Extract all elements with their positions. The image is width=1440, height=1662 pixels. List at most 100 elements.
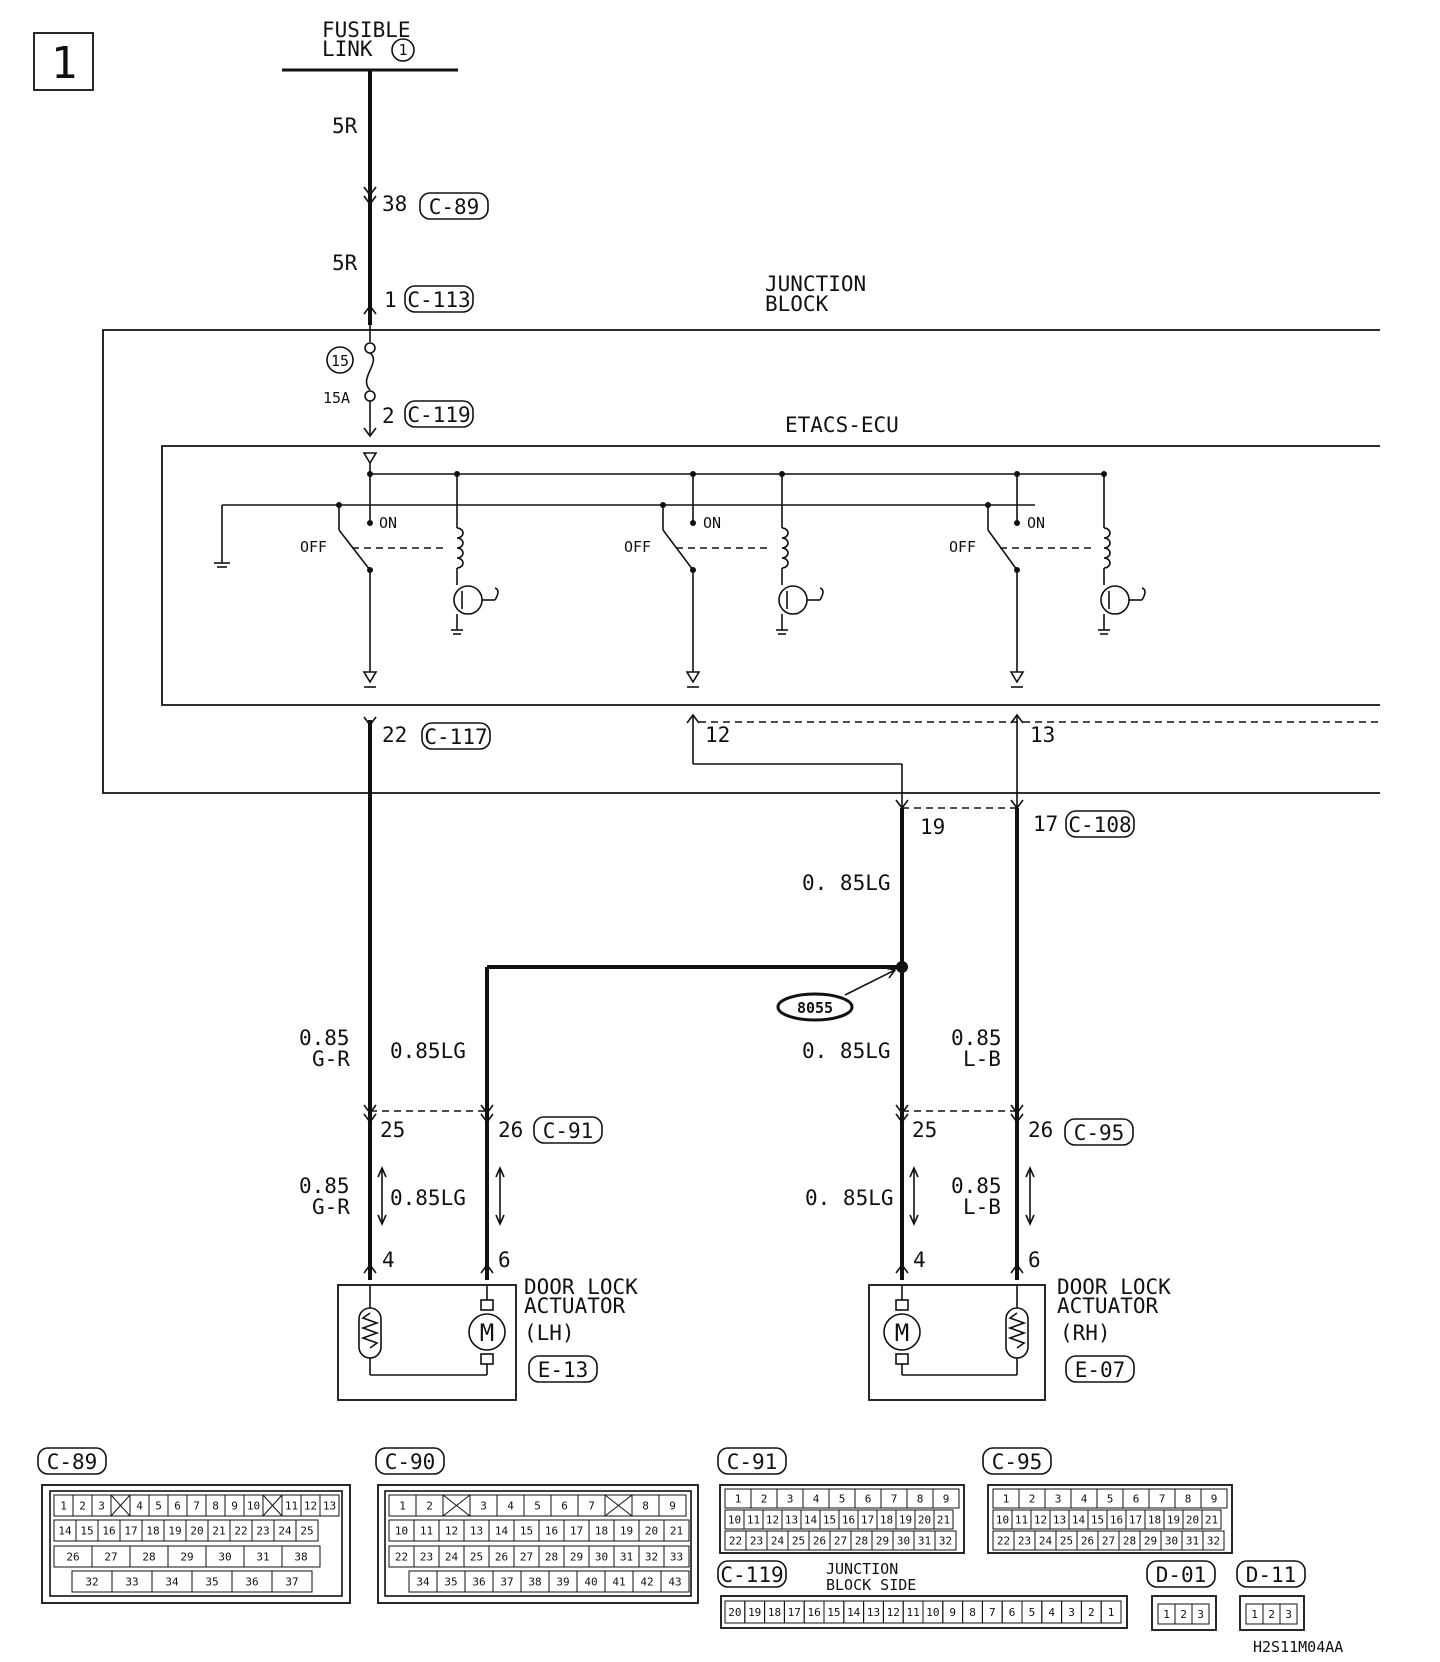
page-number: 1 (51, 38, 78, 89)
splice-8055: 8055 (776, 967, 897, 1022)
connector-tag-c108: C-108 (1065, 810, 1135, 838)
relay-1-off: OFF (300, 538, 327, 556)
connector-pin-number: 2 (761, 1493, 768, 1506)
connector-pin-number: 9 (231, 1500, 238, 1513)
pin-6-rh: 6 (1028, 1248, 1041, 1272)
connector-pin-number: 6 (561, 1500, 568, 1513)
wire-lg-1: 0.85LG (390, 1039, 466, 1063)
wire-gr-1a: 0.85 (299, 1026, 350, 1050)
connector-c95-label: C-95 (1074, 1121, 1125, 1145)
connector-cell (1202, 1530, 1225, 1551)
connector-cell-blank-mark (110, 1494, 131, 1517)
face-c95-title: C-95 (992, 1450, 1043, 1474)
connector-pin-number: 14 (1072, 1514, 1086, 1527)
wire-lg-3: 0.85LG (390, 1186, 466, 1210)
connector-pin-number: 17 (788, 1606, 801, 1619)
connector-pin-number: 24 (278, 1525, 292, 1538)
connector-tag-c95: C-95 (1064, 1118, 1134, 1146)
connector-pin-number: 14 (804, 1514, 818, 1527)
face-c91-title: C-91 (727, 1450, 778, 1474)
wire-color-lg-upper: 0. 85LG (802, 871, 891, 895)
connector-cell (295, 1519, 319, 1542)
connector-pin-number: 32 (645, 1551, 658, 1564)
connector-cell (1100, 1600, 1122, 1624)
relay-1-on: ON (379, 514, 397, 532)
connector-pin-number: 30 (595, 1551, 608, 1564)
connector-pin-number: 18 (880, 1514, 893, 1527)
relay-3-off: OFF (949, 538, 976, 556)
connector-pin-number: 31 (620, 1551, 633, 1564)
etacs-ecu: ETACS-ECU (161, 413, 1380, 706)
connector-pin-number: 7 (989, 1606, 996, 1619)
connector-pin-number: 16 (1110, 1514, 1123, 1527)
connector-c113-label: C-113 (407, 288, 470, 312)
fusible-link-number: 1 (398, 41, 407, 59)
current-direction-labels: 0.85 G-R 0.85LG 0. 85LG 0.85 L-B (299, 1166, 1035, 1226)
connector-pin-number: 4 (1081, 1493, 1088, 1506)
connector-pin-number: 25 (300, 1525, 313, 1538)
relay-group-2: ON OFF (624, 471, 824, 688)
wire-labels-lower: 0.85 G-R 0.85LG 0. 85LG 0.85 L-B (299, 1026, 1002, 1071)
connector-pin-number: 32 (1207, 1535, 1220, 1548)
actuator-lh-label-1: DOOR LOCK (524, 1275, 638, 1299)
connector-pin-number: 28 (1123, 1535, 1136, 1548)
relay-3-on: ON (1027, 514, 1045, 532)
connector-pin-number: 24 (1039, 1535, 1053, 1548)
connector-pin-number: 34 (416, 1576, 430, 1589)
connector-pin-number: 17 (861, 1514, 874, 1527)
splice-label: 8055 (797, 999, 833, 1017)
connector-pin-number: 27 (520, 1551, 533, 1564)
connector-pin-number: 16 (807, 1606, 820, 1619)
pin-22: 22 (382, 723, 407, 747)
connector-pin-number: 25 (792, 1535, 805, 1548)
connector-pin-number: 39 (556, 1576, 569, 1589)
connector-pin-number: 25 (1060, 1535, 1073, 1548)
wire-lb-1b: L-B (963, 1047, 1001, 1071)
connector-pin-number: 11 (1015, 1514, 1028, 1527)
connector-pin-number: 17 (124, 1525, 137, 1538)
fusible-link-label-2: LINK (322, 37, 373, 61)
connector-pin-number: 14 (847, 1606, 861, 1619)
pin-6-lh: 6 (498, 1248, 511, 1272)
connector-pin-number: 33 (670, 1551, 683, 1564)
wire-lb-2a: 0.85 (951, 1174, 1002, 1198)
connector-pin-number: 5 (1107, 1493, 1114, 1506)
connector-pin-number: 32 (85, 1576, 98, 1589)
connector-pin-number: 38 (294, 1551, 307, 1564)
connector-pin-number: 37 (285, 1576, 298, 1589)
connector-pin-number: 1 (1163, 1608, 1170, 1621)
connector-pin-number: 5 (839, 1493, 846, 1506)
connector-pin-number: 6 (1009, 1606, 1016, 1619)
fuse-15: 15 15A 2 C-119 (323, 325, 474, 438)
fuse-number: 15 (331, 352, 349, 370)
connector-pin-number: 22 (729, 1535, 742, 1548)
connector-pin-number: 26 (813, 1535, 826, 1548)
connector-pin-number: 13 (323, 1500, 336, 1513)
door-lock-actuator-lh: 4 6 M DOOR LOCK ACTUATOR (LH) E-13 (337, 1248, 638, 1401)
connector-pin-number: 33 (125, 1576, 138, 1589)
connector-pin-number: 5 (155, 1500, 162, 1513)
diagram-code: H2S11M04AA (1253, 1638, 1343, 1656)
actuator-rh-label-2: ACTUATOR (1057, 1294, 1159, 1318)
fuse-rating: 15A (323, 389, 350, 407)
connector-pin-number: 19 (1167, 1514, 1180, 1527)
connector-pin-number: 11 (285, 1500, 298, 1513)
connector-pin-number: 19 (168, 1525, 181, 1538)
connector-pin-number: 4 (1048, 1606, 1055, 1619)
connector-pin-number: 3 (1068, 1606, 1075, 1619)
connector-pin-number: 22 (234, 1525, 247, 1538)
connector-pin-number: 18 (1148, 1514, 1161, 1527)
connector-pin-number: 23 (1018, 1535, 1031, 1548)
connector-cell-blank-mark (262, 1494, 283, 1517)
connector-c89-label: C-89 (429, 195, 480, 219)
connector-pin-number: 13 (470, 1525, 483, 1538)
connector-pin-number: 23 (750, 1535, 763, 1548)
ecu-output-wires: 22 C-117 12 13 19 17 C-108 (363, 713, 1380, 1280)
pin-2: 2 (382, 404, 395, 428)
